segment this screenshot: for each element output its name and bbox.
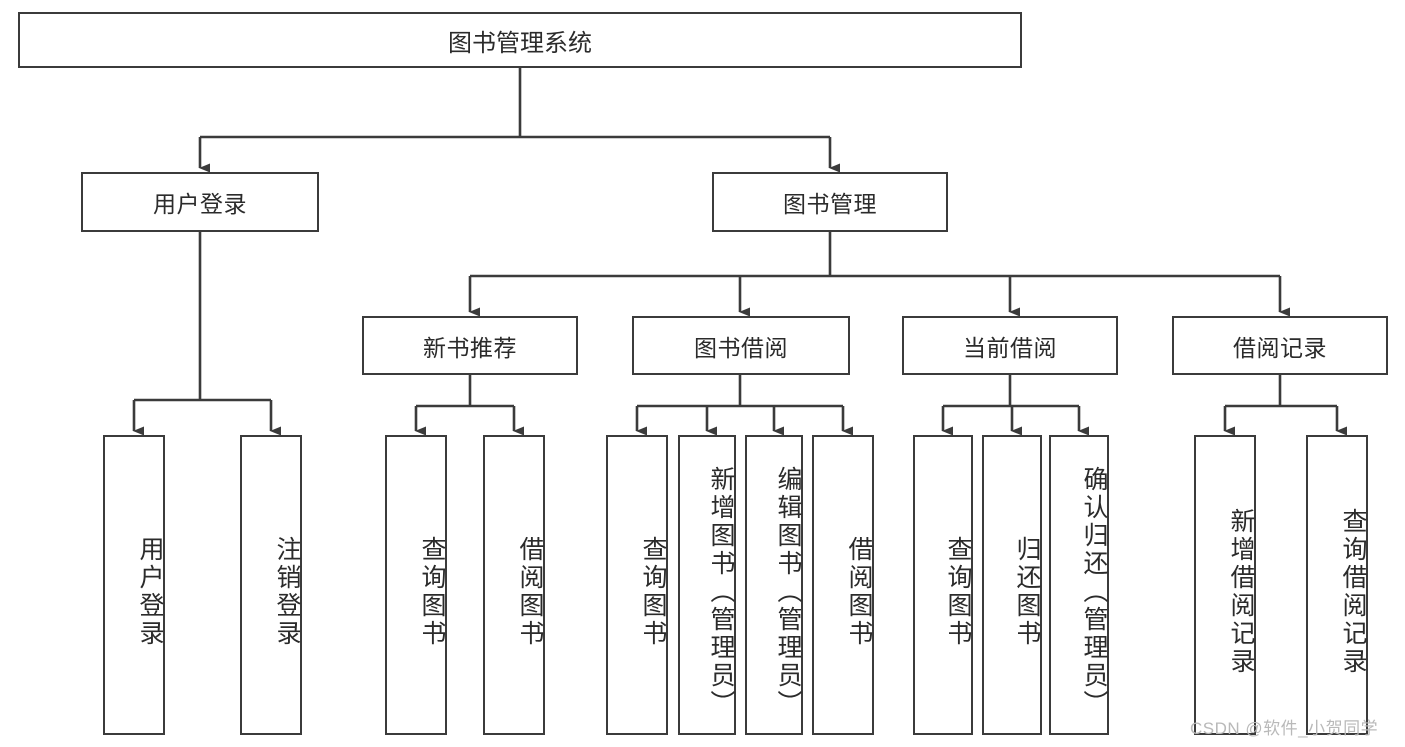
node-book-borrow[interactable]: 图书借阅: [632, 316, 850, 375]
leaf-query-book-2[interactable]: 查询图书: [606, 435, 668, 735]
node-new-book-recommend[interactable]: 新书推荐: [362, 316, 578, 375]
node-book-management[interactable]: 图书管理: [712, 172, 948, 232]
node-current-borrow[interactable]: 当前借阅: [902, 316, 1118, 375]
leaf-edit-book-admin[interactable]: 编辑图书（管理员）: [745, 435, 803, 735]
leaf-user-login[interactable]: 用户登录: [103, 435, 165, 735]
leaf-logout-login[interactable]: 注销登录: [240, 435, 302, 735]
leaf-query-book-3[interactable]: 查询图书: [913, 435, 973, 735]
node-user-login[interactable]: 用户登录: [81, 172, 319, 232]
leaf-return-book[interactable]: 归还图书: [982, 435, 1042, 735]
leaf-confirm-return-admin[interactable]: 确认归还（管理员）: [1049, 435, 1109, 735]
csdn-watermark: CSDN @软件_小贺同学: [1190, 719, 1379, 738]
leaf-borrow-book-1[interactable]: 借阅图书: [483, 435, 545, 735]
node-borrow-record[interactable]: 借阅记录: [1172, 316, 1388, 375]
leaf-borrow-book-2[interactable]: 借阅图书: [812, 435, 874, 735]
leaf-add-borrow-record[interactable]: 新增借阅记录: [1194, 435, 1256, 735]
leaf-query-book-1[interactable]: 查询图书: [385, 435, 447, 735]
node-root-system[interactable]: 图书管理系统: [18, 12, 1022, 68]
leaf-query-borrow-record[interactable]: 查询借阅记录: [1306, 435, 1368, 735]
leaf-add-book-admin[interactable]: 新增图书（管理员）: [678, 435, 736, 735]
